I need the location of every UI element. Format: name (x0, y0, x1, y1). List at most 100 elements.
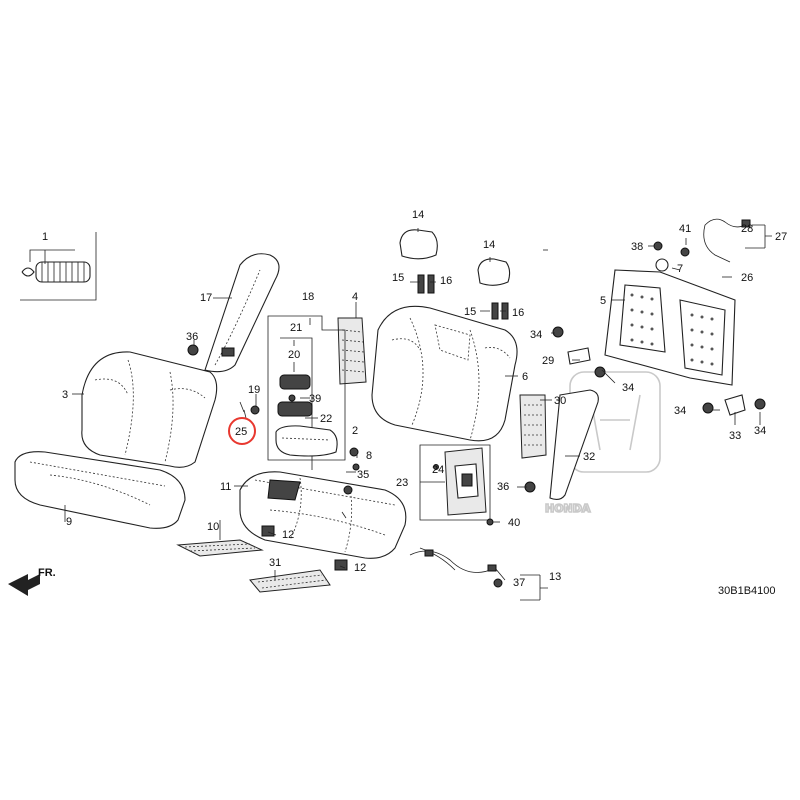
callout-6: 6 (522, 371, 528, 383)
wire-harness-13 (409, 547, 506, 581)
heater-mat-31 (249, 569, 331, 593)
callout-16a: 16 (440, 275, 452, 287)
callout-20: 20 (288, 349, 300, 361)
screw-icon (433, 464, 439, 470)
bolt-icon (653, 241, 663, 251)
foam-pad-30 (519, 394, 547, 459)
headrest-left (399, 229, 438, 260)
callout-37: 37 (513, 577, 525, 589)
pin-icon (239, 401, 245, 413)
spring-clip-icon (21, 261, 91, 283)
callout-14b: 14 (483, 239, 495, 251)
callout-38: 38 (631, 241, 643, 253)
callout-32: 32 (583, 451, 595, 463)
callout-12a: 12 (282, 529, 294, 541)
callout-23: 23 (396, 477, 408, 489)
callout-7: 7 (677, 263, 683, 275)
callout-39: 39 (309, 393, 321, 405)
clip-icon (250, 405, 260, 415)
callout-9: 9 (66, 516, 72, 528)
callout-18: 18 (302, 291, 314, 303)
callout-5: 5 (600, 295, 606, 307)
callout-21: 21 (290, 322, 302, 334)
callout-36b: 36 (497, 481, 509, 493)
wire-harness-28 (703, 218, 751, 263)
callout-30: 30 (554, 395, 566, 407)
callout-36a: 36 (186, 331, 198, 343)
inset-spring-clips (20, 232, 97, 301)
callout-4: 4 (352, 291, 358, 303)
bracket-29 (567, 347, 591, 365)
screw-icon (288, 394, 296, 402)
callout-3: 3 (62, 389, 68, 401)
callout-35: 35 (357, 469, 369, 481)
pass-through-group-box (419, 444, 491, 521)
callout-15a: 15 (392, 272, 404, 284)
bolt-icon (702, 402, 714, 414)
armrest-body-part (275, 425, 338, 457)
bolt-icon (187, 344, 199, 356)
seat-back-frame-part (604, 269, 736, 386)
front-label: FR. (38, 567, 56, 579)
seat-back-cover-part (371, 305, 518, 442)
seat-back-part (81, 351, 218, 468)
callout-29: 29 (542, 355, 554, 367)
armrest-group-box (267, 315, 346, 470)
clip-icon (261, 525, 275, 537)
side-bolster-part (204, 253, 280, 373)
callout-15b: 15 (464, 306, 476, 318)
frame-mesh (630, 293, 714, 366)
callout-31: 31 (269, 557, 281, 569)
callout-26: 26 (741, 272, 753, 284)
clip-icon (334, 559, 348, 571)
callout-34a: 34 (530, 329, 542, 341)
callout-34b: 34 (622, 382, 634, 394)
foam-pad-4 (337, 317, 367, 385)
callout-40: 40 (508, 517, 520, 529)
callout-25-highlight: 25 (228, 417, 256, 445)
callout-22: 22 (320, 413, 332, 425)
bolt-icon (680, 247, 690, 257)
heater-mat-10 (176, 539, 264, 557)
callout-16b: 16 (512, 307, 524, 319)
bolt-icon (754, 398, 766, 410)
headrest-guide-icon (417, 274, 425, 294)
leader-lines (64, 224, 772, 601)
callout-2: 2 (352, 425, 358, 437)
honda-watermark: HONDA (544, 371, 661, 516)
callout-17: 17 (200, 292, 212, 304)
callout-11: 11 (220, 481, 231, 493)
seat-cushion-pad-part (239, 471, 407, 559)
callout-1: 1 (42, 231, 48, 243)
callout-labels: 1 2 3 4 5 6 7 8 9 10 11 12 12 13 14 14 1… (42, 209, 787, 589)
callout-34d: 34 (754, 425, 766, 437)
bolt-icon (552, 326, 564, 338)
bracket-33 (724, 394, 746, 416)
callout-24: 24 (432, 464, 444, 476)
clip-icon (493, 578, 503, 588)
side-trim-part (549, 389, 599, 501)
callout-28: 28 (741, 223, 753, 235)
callout-27: 27 (775, 231, 787, 243)
headrest-guide-icon (491, 302, 499, 320)
callout-25: 25 (235, 426, 247, 438)
front-direction-marker: FR. (8, 567, 56, 596)
nut-icon (349, 447, 359, 457)
callout-19: 19 (248, 384, 260, 396)
callout-34c: 34 (674, 405, 686, 417)
bolt-icon (594, 366, 606, 378)
front-arrow-icon (8, 574, 40, 596)
bolt-icon (352, 463, 360, 471)
armrest-lid-part (277, 401, 313, 417)
callout-12b: 12 (354, 562, 366, 574)
watermark-text: HONDA (545, 502, 591, 515)
callout-33: 33 (729, 430, 741, 442)
callout-14a: 14 (412, 209, 424, 221)
washer-icon (655, 258, 669, 272)
diagram-code: 30B1B4100 (718, 585, 776, 597)
cup-holder-part (279, 374, 311, 390)
headrest-guide-icon (427, 274, 435, 294)
seat-cushion-part (14, 451, 186, 529)
headrest-right (477, 258, 511, 286)
